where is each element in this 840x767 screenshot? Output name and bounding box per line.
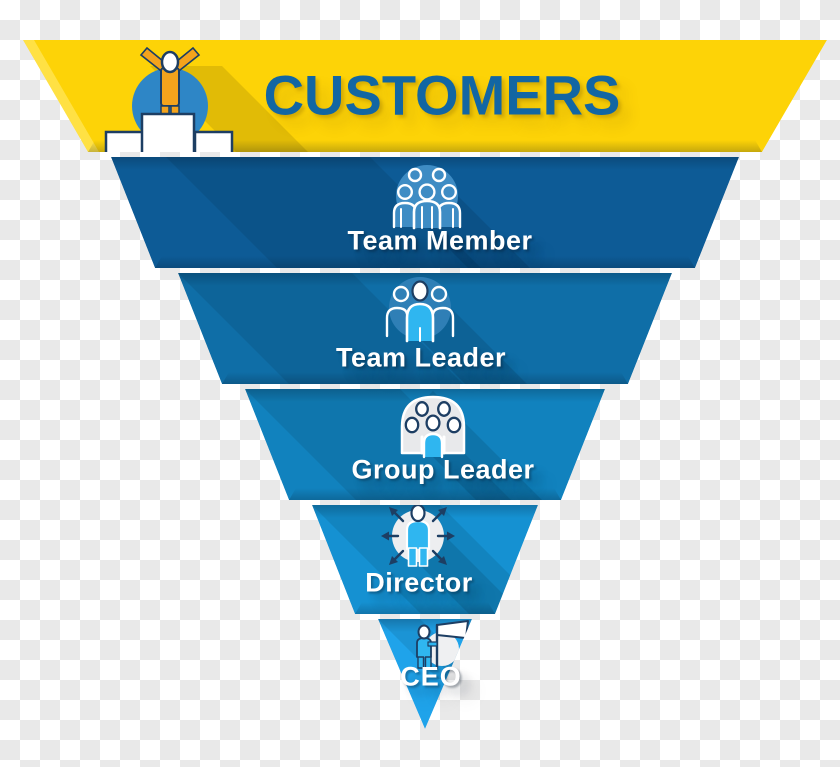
customers-title: CUSTOMERS bbox=[263, 63, 621, 127]
level-label-group-leader: Group Leader bbox=[351, 454, 535, 485]
corner-long-shadow bbox=[245, 389, 511, 500]
contact-shadow bbox=[111, 157, 739, 170]
band-group-leader bbox=[245, 389, 605, 500]
band-team-leader bbox=[178, 273, 672, 384]
director-arrows-icon bbox=[381, 505, 455, 567]
band-fold bbox=[355, 602, 495, 614]
level-label-director: Director bbox=[365, 567, 473, 598]
icon-circle bbox=[425, 632, 459, 666]
winner-podium-icon bbox=[104, 46, 234, 152]
band-customers-edge-highlight bbox=[23, 40, 99, 152]
band-fold bbox=[222, 372, 628, 384]
band-customers bbox=[23, 40, 827, 152]
band-director bbox=[312, 505, 538, 614]
contact-shadow bbox=[245, 389, 605, 402]
level-label-ceo: CEO bbox=[400, 661, 462, 692]
corner-long-shadow bbox=[178, 273, 463, 384]
band-team-member bbox=[111, 157, 739, 268]
team-group-icon bbox=[392, 165, 462, 230]
band-customers-shape bbox=[23, 40, 827, 152]
team-leader-icon bbox=[385, 277, 455, 343]
level-label-team-leader: Team Leader bbox=[335, 342, 507, 373]
radiating-arrows bbox=[386, 511, 450, 561]
corner-long-shadow bbox=[166, 157, 481, 268]
corner-long-shadow bbox=[312, 505, 538, 614]
band-customers-fold bbox=[88, 140, 762, 152]
ceo-flag-icon bbox=[416, 620, 469, 670]
band-fold bbox=[155, 256, 695, 268]
band-fold bbox=[289, 488, 561, 500]
level-label-team-member: Team Member bbox=[347, 225, 533, 256]
group-leader-icon bbox=[400, 395, 466, 459]
